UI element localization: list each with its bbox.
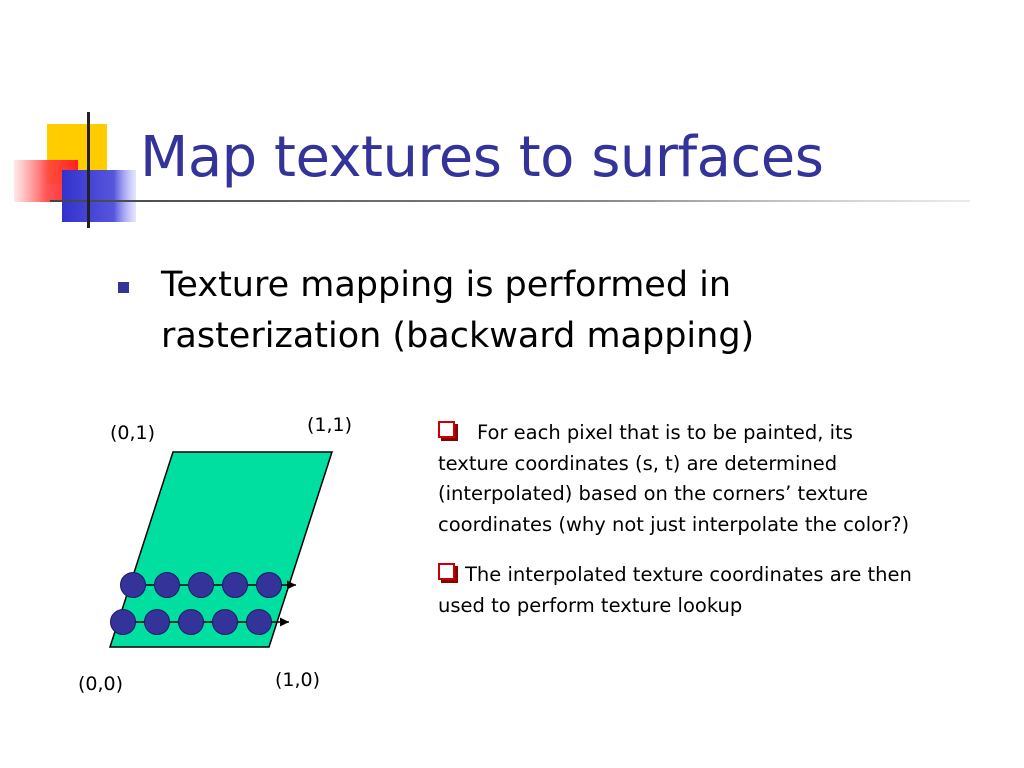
- pixel-dot: [256, 572, 282, 598]
- corner-label-top-right: (1,1): [307, 414, 352, 436]
- pixel-dot: [222, 572, 248, 598]
- main-bullet-text: Texture mapping is performed in rasteriz…: [161, 265, 755, 356]
- title-underline: [50, 200, 970, 202]
- pixel-dot: [120, 572, 146, 598]
- pixel-dot: [178, 609, 204, 635]
- slide-title: Map textures to surfaces: [140, 125, 824, 190]
- sub-bullet-text: The interpolated texture coordinates are…: [438, 563, 912, 617]
- pixel-dot: [144, 609, 170, 635]
- pixel-dot: [154, 572, 180, 598]
- sub-bullet-item: For each pixel that is to be painted, it…: [438, 418, 928, 540]
- corner-label-top-left: (0,1): [110, 422, 155, 444]
- sub-bullet-text: For each pixel that is to be painted, it…: [438, 421, 910, 536]
- checkbox-square-icon: [438, 563, 455, 580]
- pixel-dot: [188, 572, 214, 598]
- pixel-dots: [110, 572, 282, 635]
- square-bullet-icon: [118, 282, 129, 293]
- corner-label-bottom-left: (0,0): [78, 673, 123, 695]
- corner-label-bottom-right: (1,0): [275, 669, 320, 691]
- texture-mapping-diagram: (0,1) (1,1) (0,0) (1,0): [78, 414, 352, 695]
- pixel-dot: [246, 609, 272, 635]
- title-decoration: [14, 112, 970, 228]
- ornament-vertical-line: [87, 112, 90, 228]
- sub-bullet-item: The interpolated texture coordinates are…: [438, 560, 928, 621]
- main-bullet: Texture mapping is performed in rasteriz…: [112, 260, 872, 362]
- blue-square: [62, 170, 136, 222]
- pixel-dot: [212, 609, 238, 635]
- sub-bullet-list: For each pixel that is to be painted, it…: [438, 418, 928, 641]
- pixel-dot: [110, 609, 136, 635]
- checkbox-square-icon: [438, 421, 455, 438]
